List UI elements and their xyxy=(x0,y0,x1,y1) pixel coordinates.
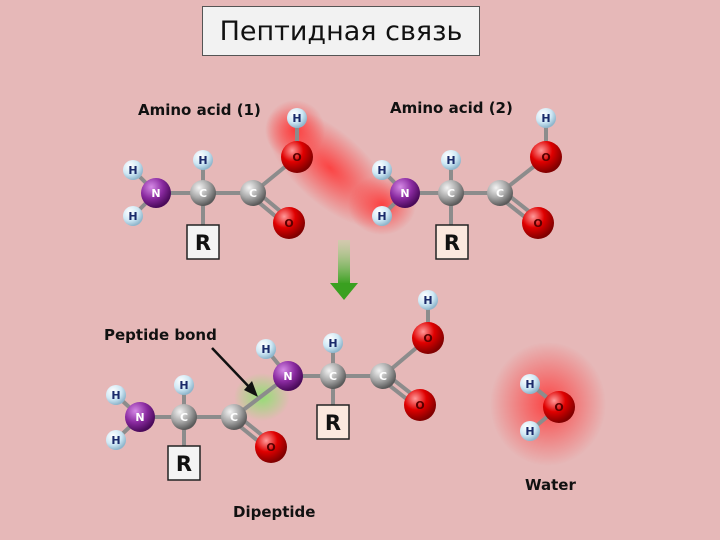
side-chain-boxes: R R R R xyxy=(167,224,469,481)
svg-text:O: O xyxy=(266,441,275,454)
carbon-atom: C xyxy=(240,180,266,206)
amino-acid-1-label: Amino acid (1) xyxy=(138,101,261,119)
hydrogen-atom: H xyxy=(256,339,276,359)
oxygen-atom: O xyxy=(273,207,305,239)
hydrogen-atom: H xyxy=(418,290,438,310)
reaction-arrow xyxy=(330,240,358,300)
carbon-atom: C xyxy=(171,404,197,430)
svg-text:H: H xyxy=(179,379,188,392)
hydrogen-atom: H xyxy=(106,385,126,405)
carbon-atom: C xyxy=(487,180,513,206)
hydrogen-atom: H xyxy=(174,375,194,395)
svg-text:C: C xyxy=(447,187,455,200)
svg-text:O: O xyxy=(423,332,432,345)
nitrogen-atom: N xyxy=(273,361,303,391)
oxygen-atom: O xyxy=(543,391,575,423)
title-box: Пептидная связь xyxy=(202,6,480,56)
hydrogen-atom: H xyxy=(106,430,126,450)
svg-text:R: R xyxy=(195,231,211,255)
hydrogen-atom: H xyxy=(372,206,392,226)
svg-text:C: C xyxy=(180,411,188,424)
svg-text:H: H xyxy=(261,343,270,356)
carbon-atom: C xyxy=(370,363,396,389)
svg-text:H: H xyxy=(292,112,301,125)
carbon-atom: C xyxy=(438,180,464,206)
nitrogen-atom: N xyxy=(125,402,155,432)
svg-text:H: H xyxy=(111,434,120,447)
oxygen-atom: O xyxy=(522,207,554,239)
svg-text:H: H xyxy=(111,389,120,402)
svg-text:C: C xyxy=(230,411,238,424)
side-chain-r-box: R xyxy=(167,445,201,481)
svg-text:O: O xyxy=(533,217,542,230)
hydrogen-atom: H xyxy=(193,150,213,170)
nitrogen-atom: N xyxy=(141,178,171,208)
svg-text:H: H xyxy=(128,210,137,223)
svg-text:O: O xyxy=(292,151,301,164)
page-title: Пептидная связь xyxy=(219,15,463,47)
svg-text:H: H xyxy=(128,164,137,177)
amino-acid-2-label: Amino acid (2) xyxy=(390,99,513,117)
oxygen-atom: O xyxy=(281,141,313,173)
svg-text:H: H xyxy=(525,378,534,391)
svg-text:N: N xyxy=(283,370,292,383)
oxygen-atom: O xyxy=(412,322,444,354)
svg-text:R: R xyxy=(176,452,192,476)
svg-text:C: C xyxy=(249,187,257,200)
svg-text:C: C xyxy=(496,187,504,200)
svg-text:N: N xyxy=(151,187,160,200)
carbon-atom: C xyxy=(221,404,247,430)
side-chain-r-box: R xyxy=(186,224,220,260)
svg-text:H: H xyxy=(525,425,534,438)
svg-text:O: O xyxy=(415,399,424,412)
svg-text:H: H xyxy=(377,164,386,177)
svg-text:H: H xyxy=(446,154,455,167)
svg-text:R: R xyxy=(444,231,460,255)
svg-text:H: H xyxy=(541,112,550,125)
oxygen-atom: O xyxy=(530,141,562,173)
hydrogen-atom: H xyxy=(323,333,343,353)
hydrogen-atom: H xyxy=(123,160,143,180)
hydrogen-atom: H xyxy=(536,108,556,128)
nitrogen-atom: N xyxy=(390,178,420,208)
atoms: H H N H C C O H O H H N H C C O H O H H N H C C O H N H C C O H O H H O xyxy=(106,108,575,463)
peptide-bond-pointer xyxy=(211,347,258,397)
svg-text:O: O xyxy=(541,151,550,164)
svg-text:C: C xyxy=(329,370,337,383)
hydrogen-atom: H xyxy=(520,374,540,394)
svg-text:N: N xyxy=(135,411,144,424)
oxygen-atom: O xyxy=(404,389,436,421)
svg-text:C: C xyxy=(379,370,387,383)
hydrogen-atom: H xyxy=(287,108,307,128)
oxygen-atom: O xyxy=(255,431,287,463)
svg-text:H: H xyxy=(328,337,337,350)
svg-text:R: R xyxy=(325,411,341,435)
svg-text:H: H xyxy=(198,154,207,167)
dipeptide-label: Dipeptide xyxy=(233,503,315,521)
svg-text:O: O xyxy=(284,217,293,230)
carbon-atom: C xyxy=(190,180,216,206)
svg-text:O: O xyxy=(554,401,563,414)
svg-text:N: N xyxy=(400,187,409,200)
svg-text:H: H xyxy=(377,210,386,223)
hydrogen-atom: H xyxy=(441,150,461,170)
hydrogen-atom: H xyxy=(372,160,392,180)
hydrogen-atom: H xyxy=(123,206,143,226)
svg-text:C: C xyxy=(199,187,207,200)
side-chain-r-box: R xyxy=(435,224,469,260)
peptide-bond-label: Peptide bond xyxy=(104,326,217,344)
carbon-atom: C xyxy=(320,363,346,389)
hydrogen-atom: H xyxy=(520,421,540,441)
side-chain-r-box: R xyxy=(316,404,350,440)
water-label: Water xyxy=(525,476,576,494)
svg-text:H: H xyxy=(423,294,432,307)
